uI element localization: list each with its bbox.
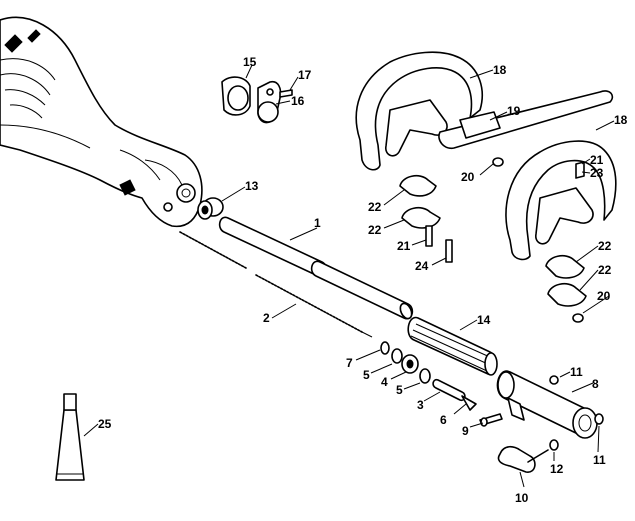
gear-housing-part-8 [496,370,598,439]
drive-tube-part-1 [218,216,414,320]
small-hardware [380,341,477,411]
callout-5a: 5 [363,368,370,382]
callout-20a: 20 [461,170,475,184]
circlip-part-7 [380,341,390,355]
bushing-part-14 [407,316,498,376]
callout-2: 2 [263,311,270,325]
nut-part-11a [549,375,559,385]
wing-screw-part-10 [497,445,549,473]
washer-part-5a [391,348,403,364]
leader-lines [83,64,615,488]
callout-21b: 21 [397,239,411,253]
fasteners [479,375,604,451]
clamp-halves-right [545,254,587,323]
handlebar-part-19 [438,90,614,167]
handle-part-18-upper [355,51,483,171]
callout-6: 6 [440,413,447,427]
washer-part-12 [549,439,559,451]
callout-22d: 22 [598,263,612,277]
shaft-part-3 [432,378,466,402]
callout-4: 4 [381,375,388,389]
nut-part-11b [594,413,604,425]
callout-25: 25 [98,417,112,431]
callout-labels: 1 2 3 4 5 5 6 7 8 9 10 11 11 12 13 14 15… [98,55,628,505]
callout-12: 12 [550,462,564,476]
screw-part-21a [425,225,433,247]
sleeve-part-13 [197,197,224,220]
grease-tube-part-25 [55,393,85,481]
callout-14: 14 [477,313,491,327]
callout-7: 7 [346,356,353,370]
callout-15: 15 [243,55,257,69]
callout-11b: 11 [593,453,606,467]
callout-22a: 22 [368,200,382,214]
callout-3: 3 [417,398,424,412]
clamp-part-15-16 [221,76,293,124]
callout-16: 16 [291,94,305,108]
callout-20b: 20 [597,289,611,303]
nut-part-20b [572,313,584,323]
callout-22c: 22 [598,239,612,253]
callout-8: 8 [592,377,599,391]
callout-24: 24 [415,259,429,273]
nut-part-20a [492,157,504,167]
screw-part-24 [445,239,453,263]
pin-part-6 [461,395,477,411]
callout-19: 19 [507,104,521,118]
screw-part-17 [279,89,293,98]
callout-1: 1 [314,216,321,230]
callout-17: 17 [298,68,312,82]
callout-18b: 18 [614,113,628,127]
callout-9: 9 [462,424,469,438]
callout-23: 23 [590,166,604,180]
callout-5b: 5 [396,383,403,397]
clamp-halves-left [399,174,453,263]
callout-10: 10 [515,491,529,505]
callout-18a: 18 [493,63,507,77]
washer-part-5b [419,368,431,384]
callout-21a: 21 [590,153,604,167]
callout-13: 13 [245,179,259,193]
screw-part-21-23 [575,161,585,179]
drive-shaft-part-2 [179,231,373,338]
engine-housing [0,16,203,228]
callout-11a: 11 [570,365,583,379]
callout-22b: 22 [368,223,382,237]
handle-part-18-lower [505,140,617,261]
